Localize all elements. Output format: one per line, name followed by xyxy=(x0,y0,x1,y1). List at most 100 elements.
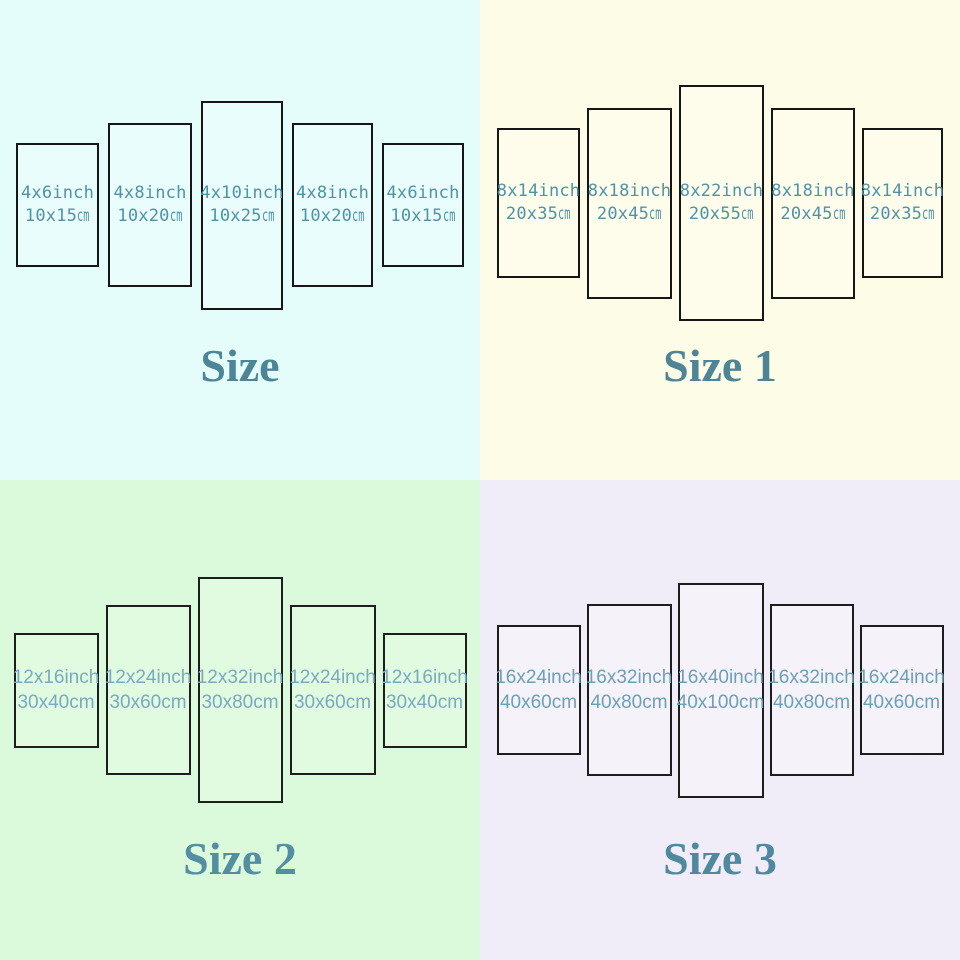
panel-size-inch: 4x10inch xyxy=(200,183,284,203)
panel-size-cm: 10x15cm xyxy=(386,205,459,228)
panel-size-cm: 30x60cm xyxy=(289,690,376,715)
cm-value: 40x80 xyxy=(590,692,643,713)
panel-size-cm: 30x80cm xyxy=(197,690,284,715)
cm-value: 30x40 xyxy=(385,692,438,713)
cm-value: 30x60 xyxy=(109,692,162,713)
panel-size-inch: 16x24inch xyxy=(495,667,582,688)
panel-size-inch: 4x6inch xyxy=(20,183,95,203)
cm-unit: cm xyxy=(824,692,851,713)
panel-size-inch: 4x6inch xyxy=(386,183,460,203)
cm-value: 10x25 xyxy=(209,206,262,226)
cm-unit: cm xyxy=(649,204,662,224)
cm-unit: cm xyxy=(69,692,95,713)
cm-value: 20x45 xyxy=(596,204,650,224)
panel-size-inch: 16x24inch xyxy=(858,667,945,688)
quadrant-title: Size 1 xyxy=(663,340,777,391)
cm-unit: cm xyxy=(914,692,941,713)
cm-value: 20x55 xyxy=(688,204,742,224)
panel-size-inch: 12x16inch xyxy=(12,667,100,688)
cm-unit: cm xyxy=(642,692,668,713)
panel-size-inch: 4x8inch xyxy=(295,183,370,203)
panel-size-cm: 20x45cm xyxy=(588,203,671,226)
panel-size-label: 16x32inch 40x80cm xyxy=(586,665,673,715)
cm-unit: cm xyxy=(832,204,846,224)
cm-unit: cm xyxy=(922,204,935,224)
cm-value: 40x80 xyxy=(772,692,825,713)
panel-size-cm: 40x60cm xyxy=(495,690,582,715)
cm-value: 30x60 xyxy=(293,692,346,713)
cm-unit: cm xyxy=(77,206,90,226)
panel-size-label: 8x14inch 20x35cm xyxy=(861,180,944,226)
panel-size-inch: 12x24inch xyxy=(104,667,192,688)
panel-size-cm: 10x25cm xyxy=(200,205,283,228)
panel-size-inch: 16x32inch xyxy=(585,667,673,688)
panel-size-inch: 12x24inch xyxy=(289,667,376,688)
cm-value: 30x80 xyxy=(201,692,254,713)
panel-size-cm: 40x80cm xyxy=(768,690,855,715)
panel-size-inch: 16x32inch xyxy=(768,667,855,688)
cm-unit: cm xyxy=(161,692,187,713)
panel-size-cm: 20x35cm xyxy=(497,203,580,226)
cm-unit: cm xyxy=(437,692,464,713)
panel-size-inch: 8x14inch xyxy=(860,181,945,201)
panel-size-cm: 30x40cm xyxy=(13,690,100,715)
cm-unit: cm xyxy=(739,692,765,713)
cm-unit: cm xyxy=(442,206,456,226)
cm-unit: cm xyxy=(169,206,183,226)
canvas-panel-rect: 8x14inch 20x35cm xyxy=(861,128,944,278)
cm-value: 10x15 xyxy=(24,206,78,226)
cm-value: 20x35 xyxy=(505,204,559,224)
panel-size-inch: 8x18inch xyxy=(587,181,672,201)
cm-value: 40x60 xyxy=(499,692,552,713)
quadrant-title: Size 2 xyxy=(183,833,297,884)
panel-size-cm: 40x100cm xyxy=(677,690,765,715)
panel-size-cm: 10x20cm xyxy=(296,205,369,228)
cm-value: 20x35 xyxy=(869,204,923,224)
panel-size-cm: 10x15cm xyxy=(21,205,94,228)
cm-value: 10x20 xyxy=(117,206,170,226)
panel-size-cm: 30x60cm xyxy=(105,690,192,715)
panel-size-cm: 20x45cm xyxy=(771,203,854,226)
cm-unit: cm xyxy=(558,204,571,224)
cm-value: 10x15 xyxy=(390,206,443,226)
panel-size-inch: 12x32inch xyxy=(196,667,284,688)
panel-size-cm: 20x55cm xyxy=(680,203,763,226)
